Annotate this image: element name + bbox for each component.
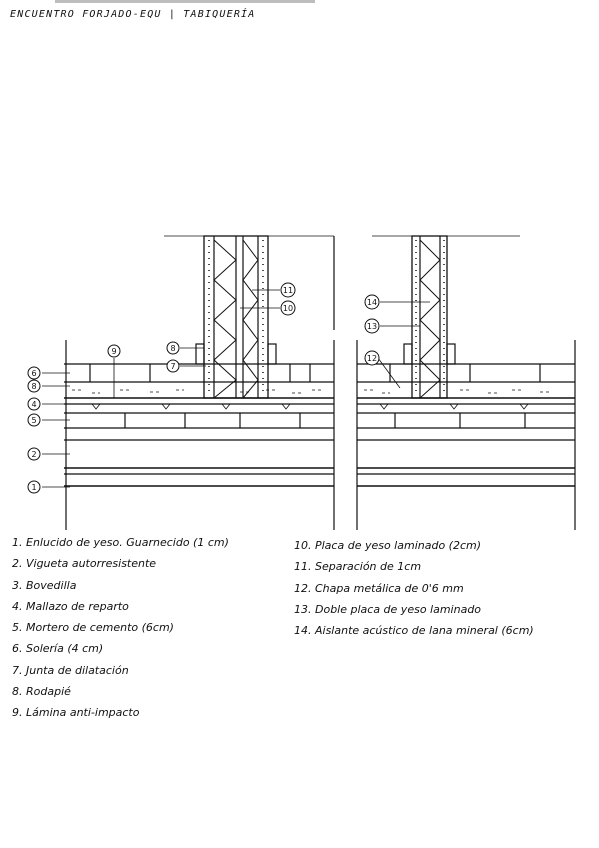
callout-13: 13 [364,318,380,334]
svg-text:8: 8 [31,382,36,391]
svg-text:5: 5 [31,416,36,425]
callout-6: 6 [27,366,41,380]
callout-11: 11 [280,282,296,298]
legend-item: 2. Vigueta autorresistente [12,557,157,571]
legend-item: 3. Bovedilla [12,578,77,592]
legend-item: 5. Mortero de cemento (6cm) [12,621,174,635]
legend-item: 10. Placa de yeso laminado (2cm) [294,539,482,552]
legend-item: 6. Solería (4 cm) [12,642,104,656]
callout-7: 7 [166,359,180,373]
construction-section-drawing: 6 8 4 5 2 1 9 8 7 11 10 14 13 12 [27,235,576,530]
svg-text:13: 13 [367,322,377,331]
legend-right: 10. Placa de yeso laminado (2cm) 11. Sep… [294,535,534,641]
legend-left: 1. Enlucido de yeso. Guarnecido (1 cm) 2… [12,532,229,724]
callout-1: 1 [27,480,41,494]
svg-text:7: 7 [170,362,175,371]
legend-item: 1. Enlucido de yeso. Guarnecido (1 cm) [12,536,229,549]
legend-item: 4. Mallazo de reparto [12,599,129,613]
callout-8: 8 [27,379,41,393]
svg-text:6: 6 [31,369,36,378]
legend-item: 13. Doble placa de yeso laminado [294,602,482,616]
callout-9: 9 [107,344,121,358]
callout-4: 4 [27,397,41,411]
callout-12: 12 [364,350,380,366]
callout-8b: 8 [166,341,180,355]
svg-text:8: 8 [170,344,175,353]
legend-item: 12. Chapa metálica de 0'6 mm [294,581,464,595]
legend-item: 14. Aislante acústico de lana mineral (6… [294,624,534,638]
legend-item: 8. Rodapié [12,685,71,699]
scan-edge [55,0,315,3]
callout-14: 14 [364,294,380,310]
legend-item: 9. Lámina anti-impacto [12,706,140,720]
svg-text:1: 1 [31,483,36,492]
callout-2: 2 [27,447,41,461]
callout-10: 10 [280,300,296,316]
svg-text:12: 12 [367,354,377,363]
legend-item: 7. Junta de dilatación [12,663,129,677]
svg-text:4: 4 [31,400,36,409]
svg-text:2: 2 [31,450,36,459]
svg-text:10: 10 [283,304,293,313]
legend-item: 11. Separación de 1cm [294,560,422,574]
svg-text:14: 14 [367,298,377,307]
callout-5: 5 [27,413,41,427]
svg-text:11: 11 [283,286,293,295]
svg-text:9: 9 [111,347,116,356]
drawing-title: ENCUENTRO FORJADO-EQU | TABIQUERÍA [10,9,256,20]
